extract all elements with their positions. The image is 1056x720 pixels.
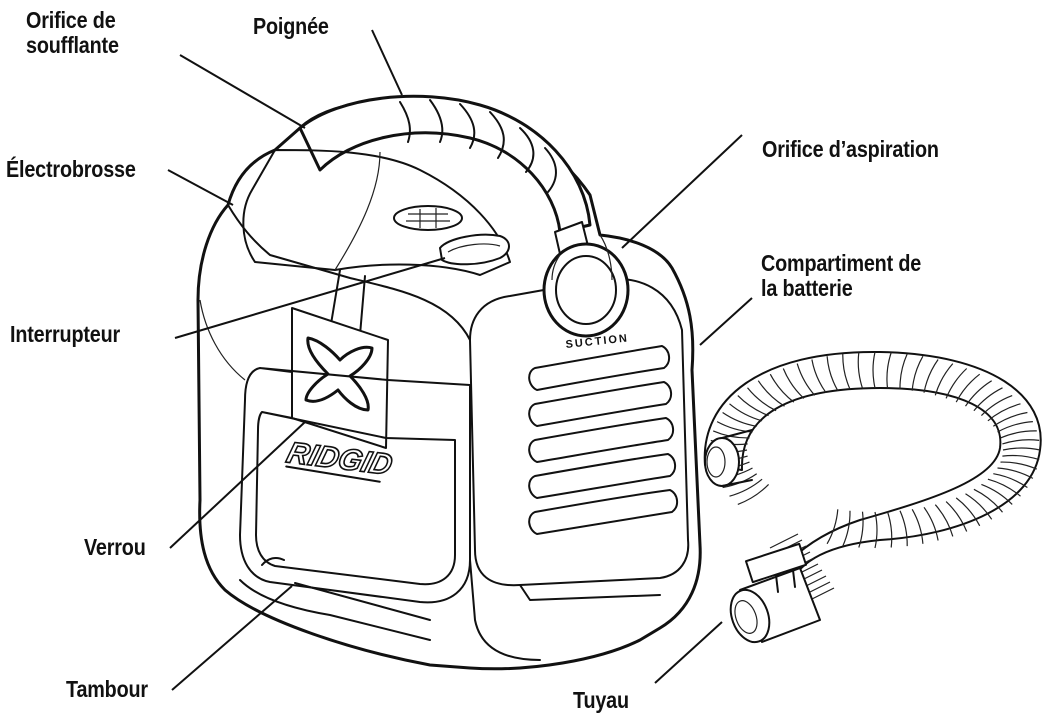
leader-poignee [372,30,402,95]
leader-electrobrosse [168,170,233,205]
label-verrou: Verrou [84,535,146,560]
leader-tuyau [655,622,722,683]
label-interrupteur: Interrupteur [10,322,120,347]
label-tuyau: Tuyau [573,688,629,713]
label-orifice-soufflante: Orifice de soufflante [26,8,119,58]
label-compartiment-batterie: Compartiment de la batterie [761,251,921,301]
leader-tambour [172,586,292,690]
hose [705,352,1041,648]
label-orifice-aspiration: Orifice d’aspiration [762,137,939,162]
label-electrobrosse: Électrobrosse [6,157,136,182]
leader-compartiment-batterie [700,298,752,345]
leader-orifice-soufflante [180,55,305,128]
vacuum-body [198,96,700,668]
leader-orifice-aspiration [622,135,742,248]
label-poignee: Poignée [253,14,329,39]
label-tambour: Tambour [66,677,148,702]
hose-rib [738,484,769,504]
